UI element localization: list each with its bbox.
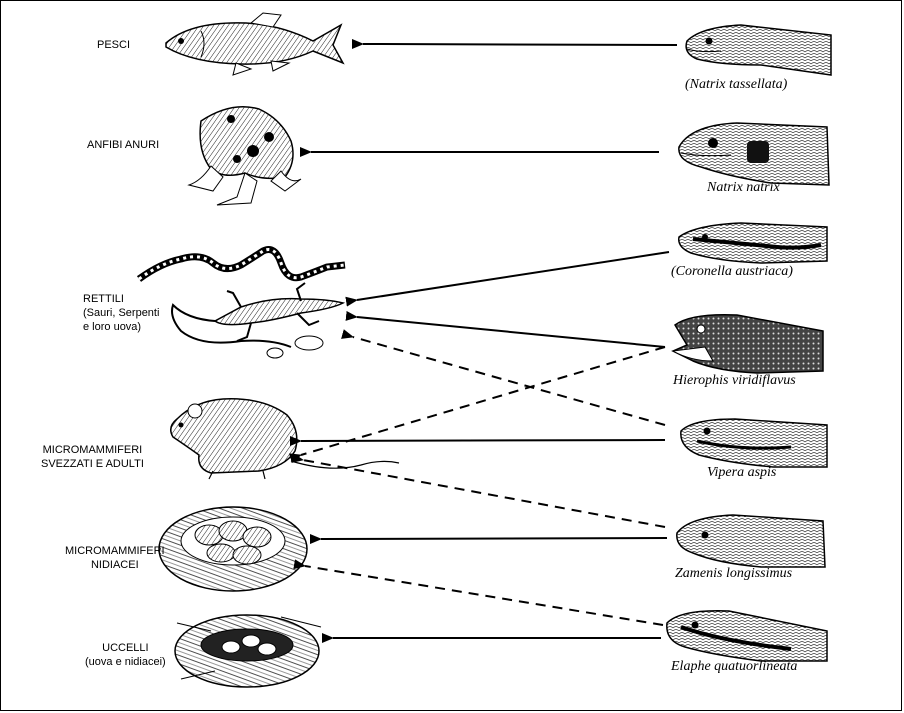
label-elaphe-quatuorlineata: Elaphe quatuorlineata (671, 659, 797, 675)
bird-nest-illustration (175, 615, 321, 687)
label-micro-nidiacei-line2: NIDIACEI (65, 558, 165, 572)
snake-head-natrix-tessellata (686, 25, 831, 75)
snake-head-vipera (681, 419, 827, 467)
arrows (301, 44, 677, 638)
label-uccelli: UCCELLI (uova e nidiacei) (85, 641, 166, 669)
label-micro-nidiacei-line1: MICROMAMMIFERI (65, 544, 165, 558)
snake-head-elaphe (667, 611, 827, 661)
arrow-vipera-to-rettili (353, 337, 665, 425)
label-anfibi-anuri: ANFIBI ANURI (87, 138, 159, 152)
mouse-illustration (171, 399, 399, 479)
fish-illustration (166, 13, 343, 75)
small-snake-illustration (139, 250, 345, 280)
label-rettili-title: RETTILI (83, 292, 159, 306)
label-rettili-sub2: e loro uova) (83, 320, 159, 334)
arrow-zamenis-to-nidiacei (321, 538, 667, 539)
label-uccelli-title: UCCELLI (85, 641, 166, 655)
arrow-zamenis-to-micromammiferi (303, 460, 665, 527)
lizard-illustration (172, 283, 343, 358)
snake-head-natrix-natrix (679, 123, 829, 185)
arrow-elaphe-to-nidiacei (305, 566, 663, 625)
arrow-hierophis-to-micromammiferi (301, 347, 665, 455)
snake-head-zamenis (677, 515, 825, 567)
label-micro-adulti-line1: MICROMAMMIFERI (41, 443, 144, 457)
label-micromammiferi-nidiacei: MICROMAMMIFERI NIDIACEI (65, 544, 165, 572)
label-hierophis-viridiflavus: Hierophis viridiflavus (673, 373, 796, 389)
label-zamenis-longissimus: Zamenis longissimus (675, 566, 792, 582)
label-rettili-sub1: (Sauri, Serpenti (83, 306, 159, 320)
label-natrix-natrix: Natrix natrix (707, 180, 780, 196)
arrow-coronella-to-rettili (357, 252, 669, 300)
label-rettili: RETTILI (Sauri, Serpenti e loro uova) (83, 292, 159, 334)
label-natrix-tassellata: (Natrix tassellata) (685, 77, 787, 93)
mammal-nest-illustration (159, 507, 307, 591)
arrow-hierophis-to-rettili (357, 317, 665, 347)
arrow-tassellata-to-pesci (363, 44, 677, 45)
snake-head-coronella (679, 223, 827, 263)
label-coronella-austriaca: (Coronella austriaca) (671, 264, 793, 280)
label-micromammiferi-adulti: MICROMAMMIFERI SVEZZATI E ADULTI (41, 443, 144, 471)
label-vipera-aspis: Vipera aspis (707, 465, 776, 481)
snake-head-hierophis (673, 315, 823, 373)
frog-illustration (189, 107, 301, 205)
label-uccelli-sub: (uova e nidiacei) (85, 655, 166, 669)
label-micro-adulti-line2: SVEZZATI E ADULTI (41, 457, 144, 471)
label-pesci: PESCI (97, 38, 130, 52)
arrow-vipera-to-micromammiferi (301, 440, 665, 441)
